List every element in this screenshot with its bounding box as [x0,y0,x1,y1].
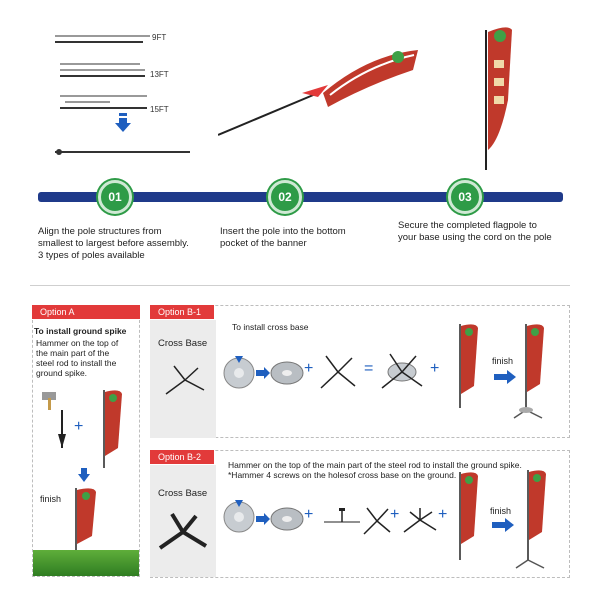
option-a-finish: finish [40,494,62,504]
option-b1-finished-flag [512,322,562,427]
assembled-base-icon [380,352,424,395]
option-b2-banner [456,470,480,565]
option-b1-tab: Option B-1 [150,305,214,319]
option-b1-finish-arrow-icon [494,370,516,389]
option-b2-water-base-icon [222,500,256,539]
water-base-icon [222,356,256,395]
option-b2-finish: finish [490,506,512,516]
option-a-plus: + [74,418,84,435]
step-1-text: Align the pole structures from smallest … [38,226,189,261]
banner-insertion-illustration [217,45,428,140]
option-b2-base-disc-icon [270,506,304,537]
option-b2-plus-3: + [438,506,448,523]
section-divider [30,285,570,286]
step-2-text: Insert the pole into the bottom pocket o… [220,226,346,249]
vertical-banner-illustration [478,20,518,170]
option-b1-side-box [150,320,216,438]
option-b2-assembled-base-icon [402,504,438,539]
cross-legs-icon [318,354,358,395]
option-b2-arrow-icon [256,512,270,530]
option-b2-tab: Option B-2 [150,450,214,464]
option-b2-plus-1: + [304,506,314,523]
option-b1-arrow-icon [256,366,270,384]
option-b1-plus-2: + [430,360,440,377]
option-b2-side-box [150,465,216,577]
option-a-title: To install ground spike [34,326,127,336]
option-b2-instructions: Hammer on the top of the main part of th… [228,460,522,480]
option-b2-finished-flag [514,468,558,577]
option-b2-plus-2: + [390,506,400,523]
option-a-tab: Option A [32,305,140,319]
option-a-down-arrow-icon [78,468,90,487]
cross-base-icon [162,360,208,405]
option-b2-side-label: Cross Base [158,488,208,499]
grass-image [33,550,139,576]
step-2-badge: 02 [268,180,302,214]
option-b2-finish-arrow-icon [492,518,514,537]
step-3-badge: 03 [448,180,482,214]
step-3-text: Secure the completed flagpole to your ba… [398,220,552,243]
option-b2-cross-base-icon [158,510,208,559]
pole-label-13ft: 13FT [150,70,169,79]
hammer-icon [40,390,70,455]
pole-label-15ft: 15FT [150,105,169,114]
option-b1-plus-1: + [304,360,314,377]
poles-diagram [55,28,195,158]
down-arrow-icon [115,113,131,138]
option-b1-title: To install cross base [232,322,309,332]
option-b1-side-label: Cross Base [158,338,208,349]
option-b1-equals: = [364,360,374,377]
option-a-finished-banner [72,486,100,561]
base-disc-icon [270,360,304,391]
step-1-badge: 01 [98,180,132,214]
option-a-banner [100,388,124,473]
screws-icon [322,508,362,535]
pole-label-9ft: 9FT [152,33,167,42]
option-b1-banner [456,322,480,413]
option-a-description: Hammer on the top of the main part of th… [36,338,119,378]
option-b1-finish: finish [492,356,514,366]
poles-illustration [55,35,190,155]
option-b2-cross-legs-icon [362,506,392,541]
